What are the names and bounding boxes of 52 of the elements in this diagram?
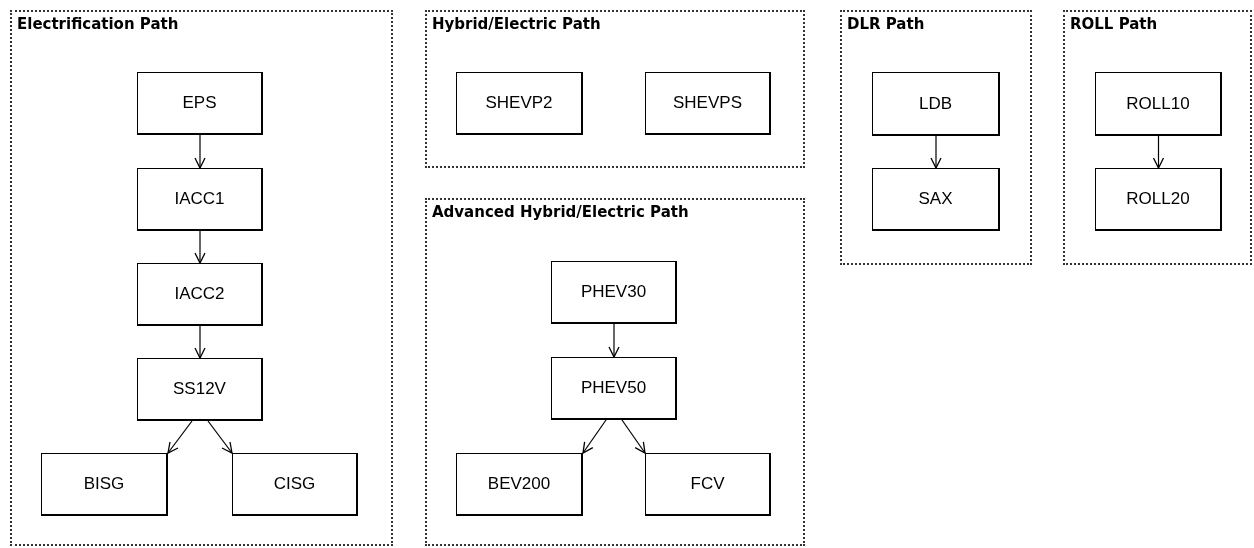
box-label: ROLL10 <box>1126 93 1190 114</box>
group-frame <box>425 10 805 168</box>
process-box <box>645 72 771 135</box>
arrow <box>621 419 646 454</box>
process-box <box>137 263 263 326</box>
process-box <box>456 453 583 516</box>
box-label: PHEV30 <box>580 282 647 302</box>
process-box <box>551 357 677 420</box>
process-box <box>1095 168 1222 231</box>
box-label: SAX <box>918 189 953 209</box>
process-box <box>645 453 771 516</box>
box-label: IACC2 <box>174 284 225 304</box>
arrow <box>608 323 620 358</box>
group-frame <box>425 198 805 546</box>
box-label: SHEVPS <box>673 93 742 113</box>
box-label: BISG <box>83 474 125 494</box>
arrow <box>930 135 942 169</box>
box-label: PHEV50 <box>580 378 647 398</box>
process-box <box>137 168 263 231</box>
arrow <box>194 134 206 169</box>
box-label: SS12V <box>173 379 226 399</box>
process-box <box>41 453 168 516</box>
process-box <box>551 261 677 324</box>
arrow <box>194 230 206 264</box>
group-title: Electrification Path <box>17 15 179 33</box>
group-title: DLR Path <box>847 15 925 33</box>
arrow <box>194 325 206 359</box>
box-label: ROLL20 <box>1126 189 1190 209</box>
box-label: EPS <box>182 93 217 113</box>
process-box <box>872 72 1000 136</box>
process-box <box>456 72 583 135</box>
group-title: Advanced Hybrid/Electric Path <box>432 203 689 221</box>
arrow <box>207 420 233 454</box>
group-frame <box>10 10 393 546</box>
process-box <box>137 72 263 135</box>
process-box <box>137 358 263 421</box>
group-frame <box>1063 10 1252 265</box>
arrow <box>1152 135 1165 169</box>
box-label: FCV <box>690 474 725 494</box>
box-label: IACC1 <box>174 189 225 209</box>
process-box <box>232 453 358 516</box>
process-box <box>872 168 1000 231</box>
arrow <box>167 420 193 454</box>
process-box <box>1095 72 1222 136</box>
group-title: Hybrid/Electric Path <box>432 15 601 33</box>
group-title: ROLL Path <box>1070 15 1158 33</box>
group-frame <box>840 10 1032 265</box>
arrow <box>582 419 607 454</box>
box-label: SHEVP2 <box>485 93 553 113</box>
box-label: BEV200 <box>487 474 551 494</box>
box-label: LDB <box>918 93 953 114</box>
box-label: CISG <box>273 474 316 494</box>
